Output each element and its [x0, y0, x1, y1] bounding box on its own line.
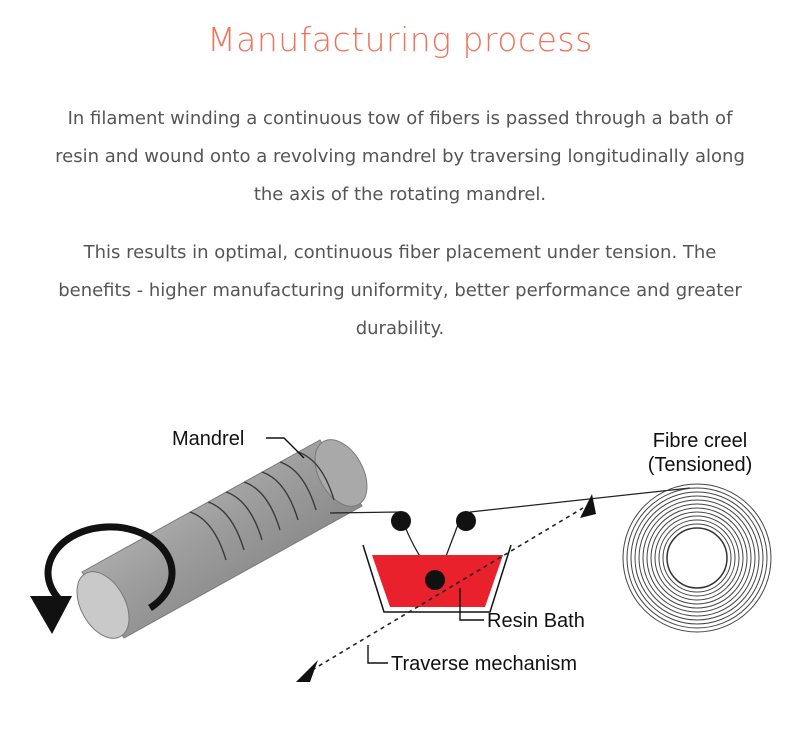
traverse-axis — [296, 494, 596, 682]
guide-roller-right-icon — [456, 511, 476, 531]
mandrel — [76, 439, 368, 639]
benefits-line-3: durability. — [355, 318, 445, 339]
fibre-creel — [622, 483, 772, 633]
intro-line-2: resin and wound onto a revolving mandrel… — [55, 146, 745, 167]
benefits-paragraph: This results in optimal, continuous fibe… — [20, 234, 780, 348]
label-mandrel: Mandrel — [172, 428, 244, 450]
label-fibre-creel: Fibre creel — [653, 430, 747, 452]
traverse-leader — [367, 645, 388, 664]
intro-line-3: the axis of the rotating mandrel. — [253, 184, 547, 205]
wound-fibre — [189, 451, 335, 561]
benefits-line-1: This results in optimal, continuous fibe… — [83, 242, 717, 263]
traverse-arrow-up-icon — [580, 494, 596, 518]
intro-line-1: In filament winding a continuous tow of … — [67, 108, 733, 129]
label-resin-bath: Resin Bath — [487, 610, 585, 632]
intro-paragraph: In filament winding a continuous tow of … — [20, 100, 780, 214]
guide-roller-left-icon — [391, 511, 411, 531]
label-fibre-creel-tensioned: (Tensioned) — [648, 454, 753, 476]
mandrel-leader — [266, 437, 305, 459]
submerged-roller-icon — [425, 570, 445, 590]
rotation-arrow-icon — [30, 523, 176, 634]
benefits-line-2: benefits - higher manufacturing uniformi… — [58, 280, 742, 301]
filament-winding-diagram: Mandrel Resin Bath Traverse mechanism — [30, 428, 772, 682]
label-traverse-mechanism: Traverse mechanism — [391, 653, 577, 675]
traverse-arrow-down-icon — [296, 660, 318, 682]
resin-bath-leader — [459, 588, 484, 621]
page-title: Manufacturing process — [207, 20, 593, 59]
